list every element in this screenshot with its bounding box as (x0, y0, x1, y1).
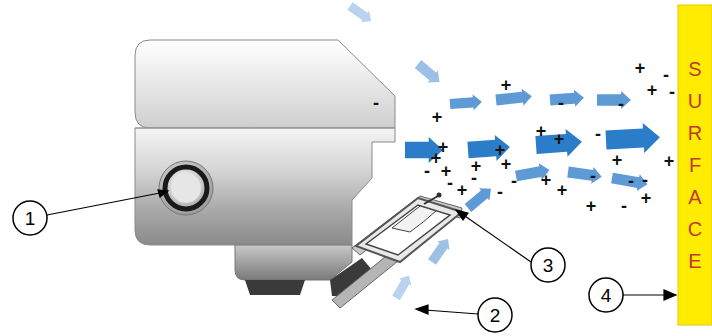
charge-sign: + (641, 189, 652, 207)
charge-sign: - (621, 197, 627, 215)
surface-band: SURFACE (678, 5, 712, 325)
charge-sign: - (424, 162, 430, 180)
surface-label: SURFACE (685, 53, 705, 277)
charge-sign: - (497, 183, 503, 201)
charge-sign: + (501, 76, 512, 94)
callout-number: 3 (543, 256, 554, 275)
airflow-arrow (463, 183, 496, 215)
charge-sign: + (536, 122, 547, 140)
charge-sign: - (471, 169, 477, 187)
charge-sign: - (669, 83, 675, 101)
airflow-arrow (390, 272, 415, 302)
charge-sign: + (501, 155, 512, 173)
charge-sign: + (541, 171, 552, 189)
charge-sign: - (511, 172, 517, 190)
charge-sign: + (635, 59, 646, 77)
airflow-arrow (549, 89, 584, 108)
airflow-arrow (346, 0, 375, 26)
charge-sign: - (447, 174, 453, 192)
charge-sign: + (457, 181, 468, 199)
charge-sign: + (586, 197, 597, 215)
charge-sign: - (590, 167, 596, 185)
airflow-arrow (449, 94, 482, 112)
charge-sign: + (612, 151, 623, 169)
callout-number: 2 (490, 306, 501, 325)
airflow-arrow (567, 164, 603, 186)
charge-sign: - (558, 94, 564, 112)
charge-sign: + (647, 81, 658, 99)
charge-sign: - (373, 94, 379, 112)
charge-sign: + (432, 108, 443, 126)
charge-sign: + (554, 130, 565, 148)
callout-number: 1 (25, 209, 36, 228)
charge-sign: + (557, 181, 568, 199)
charge-sign: + (431, 149, 442, 167)
airflow-arrow (597, 91, 631, 109)
airflow-arrow (426, 235, 454, 267)
callout-number: 4 (601, 286, 612, 305)
charge-sign: - (628, 172, 634, 190)
charge-sign: - (618, 95, 624, 113)
charge-sign: - (663, 66, 669, 84)
charge-sign: + (664, 152, 675, 170)
charge-sign: - (595, 125, 601, 143)
airflow-arrow (413, 58, 445, 88)
charge-sign: - (642, 171, 648, 189)
